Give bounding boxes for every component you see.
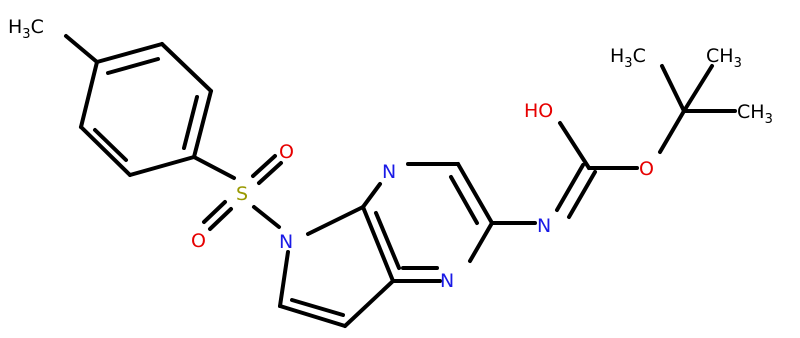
bond-pyrrole-n-c2 [278, 250, 290, 308]
bond-s-o-top-a [251, 154, 277, 178]
atom-tbu-methyl-lower: CH3 [737, 101, 773, 127]
bond-s-o-bottom-a [202, 200, 227, 224]
bond-benzene-6 [79, 60, 99, 129]
bond-pyrrole-c2-c3-inner [290, 298, 345, 317]
bond-benzene-inner-2 [182, 95, 199, 150]
bond-ring-sulfur [192, 155, 236, 180]
bond-pyrazine-c5-c6 [456, 162, 494, 225]
bond-pyrazine-c5-c6-inner [449, 175, 479, 225]
bond-s-o-bottom-b [208, 207, 233, 231]
bond-benzene-1 [95, 42, 164, 64]
bond-c-hydroxyl [558, 121, 591, 170]
bond-tbu-right [682, 64, 714, 113]
bond-pyrazine-c6-n1 [468, 221, 494, 263]
bond-benzene-3 [192, 89, 213, 159]
atom-pyrazine-nitrogen-bottom: N [440, 270, 454, 292]
atom-methyl-tolyl: H3C [8, 16, 44, 42]
bond-benzene-inner-3 [93, 128, 128, 162]
atom-pyrazine-nitrogen-top: N [382, 161, 396, 183]
bond-pyrrole-c2-c3 [278, 304, 347, 328]
bond-benzene-4 [128, 155, 196, 177]
bond-sulfur-n [252, 205, 281, 229]
bonds [64, 34, 737, 328]
bond-tbu-left [660, 64, 686, 113]
bond-pyrrole-n-c7a [306, 205, 365, 236]
bond-methyl-ring [64, 34, 99, 64]
bond-o-quaternary [658, 109, 686, 154]
atom-imine-nitrogen: N [537, 215, 551, 237]
bond-benzene-inner-1 [106, 57, 160, 75]
atom-sulfonyl-oxygen-bottom: O [191, 230, 206, 252]
atom-labels: H3C S O O N N N N HO O H3C CH3 CH3 [8, 16, 773, 292]
bond-imine-double-a [555, 163, 585, 212]
atom-hydroxyl: HO [524, 100, 553, 122]
atom-tbu-methyl-left: H3C [610, 45, 646, 71]
bond-fused [361, 205, 395, 283]
atom-pyrrole-nitrogen: N [279, 231, 293, 253]
atom-tbu-methyl-right: CH3 [706, 45, 742, 71]
bond-imine-double-b [567, 170, 597, 219]
bond-pyrrole-c3-c3a [343, 279, 395, 328]
atom-sulfur: S [236, 183, 248, 205]
bond-benzene-5 [79, 125, 132, 177]
atom-ester-oxygen: O [639, 158, 654, 180]
bond-pyrazine-c7a-n4 [361, 182, 382, 209]
atom-sulfonyl-oxygen-top: O [279, 141, 294, 163]
bond-fused-inner [374, 211, 401, 270]
bond-benzene-2 [160, 42, 213, 93]
bond-s-o-top-b [257, 161, 283, 185]
